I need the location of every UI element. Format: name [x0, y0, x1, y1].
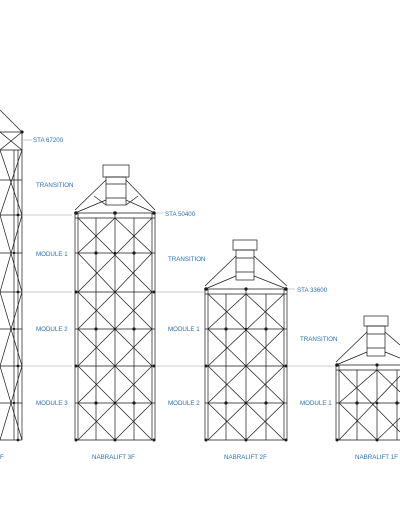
- tower-4f-section-transition: TRANSITION: [36, 182, 73, 189]
- tower-2f-station-label: STA 33600: [297, 287, 328, 294]
- tower-4f-structure: [0, 109, 24, 442]
- tower-2f-structure: [204, 239, 288, 442]
- tower-1f: NABRALIFT 1F: [335, 315, 400, 461]
- tower-4f: STA 67200 TRANSITION MODULE 1 MODULE 2 M…: [0, 109, 73, 461]
- tower-3f-station-label: STA 50400: [165, 211, 196, 218]
- tower-2f: STA 33600 TRANSITION MODULE 1 NABRALIFT …: [204, 239, 337, 461]
- tower-3f-section-module-1: MODULE 1: [168, 326, 200, 333]
- tower-2f-name: NABRALIFT 2F: [224, 454, 267, 461]
- tower-1f-name: NABRALIFT 1F: [355, 454, 398, 461]
- tower-3f: STA 50400 TRANSITION MODULE 1 MODULE 2 N…: [74, 164, 205, 461]
- tower-4f-section-module-3: MODULE 3: [36, 400, 68, 407]
- tower-2f-section-transition: TRANSITION: [300, 336, 337, 343]
- tower-3f-name: NABRALIFT 3F: [92, 454, 135, 461]
- tower-2f-section-module-1: MODULE 1: [300, 400, 332, 407]
- tower-4f-station-label: STA 67200: [33, 137, 64, 144]
- tower-4f-section-module-2: MODULE 2: [36, 326, 68, 333]
- tower-3f-section-module-2: MODULE 2: [168, 400, 200, 407]
- tower-3f-section-transition: TRANSITION: [168, 256, 205, 263]
- tower-1f-structure: [335, 315, 400, 442]
- tower-3f-structure: [74, 164, 156, 442]
- tower-4f-name-partial: F: [0, 454, 4, 461]
- tower-4f-section-module-1: MODULE 1: [36, 251, 68, 258]
